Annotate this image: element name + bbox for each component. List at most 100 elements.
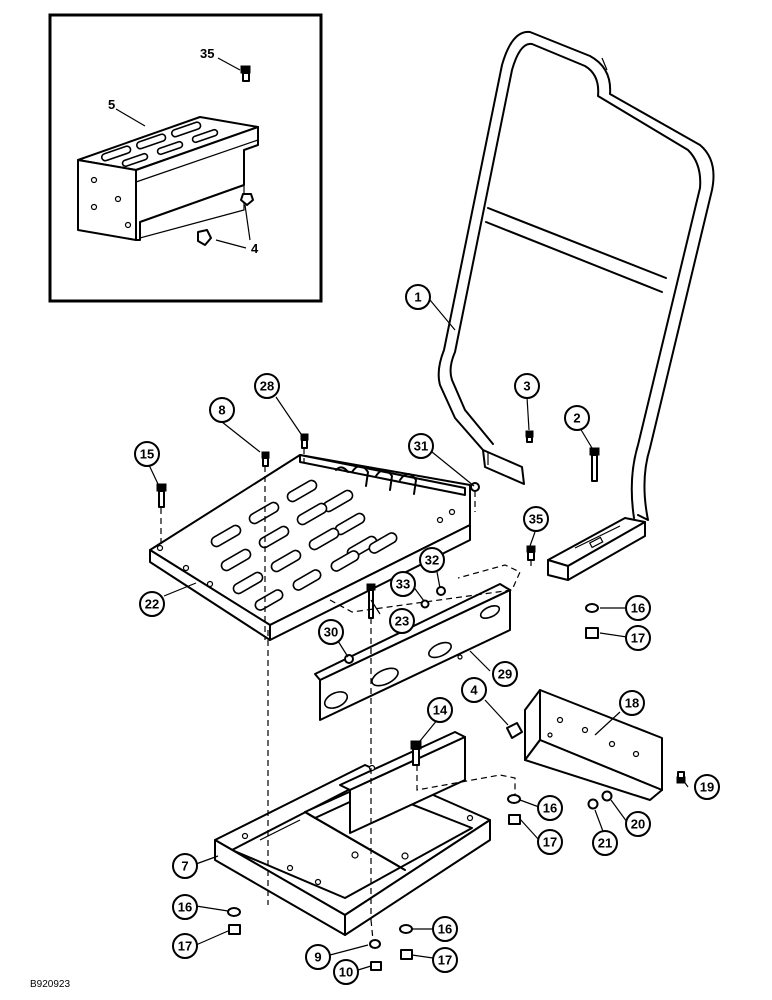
callout-18: 18 (619, 690, 645, 716)
inset-bracket (77, 116, 259, 241)
seat-plate-slots (210, 479, 398, 611)
svg-text:28: 28 (260, 379, 274, 394)
callout-33: 33 (390, 571, 416, 597)
bolt-28-icon (300, 433, 309, 449)
svg-text:3: 3 (523, 379, 530, 394)
bolt-3-icon (525, 430, 534, 443)
callout-4: 4 (461, 677, 487, 703)
callout-22: 22 (139, 591, 165, 617)
svg-text:22: 22 (145, 597, 159, 612)
hardware (156, 430, 686, 971)
callout-3: 3 (514, 373, 540, 399)
nut-30-icon (344, 654, 354, 664)
seat-plate (149, 454, 471, 641)
seat-rail (314, 583, 511, 721)
callout-19: 19 (694, 774, 720, 800)
svg-text:14: 14 (433, 703, 448, 718)
washer-16a-icon (585, 603, 599, 613)
assembly-lines (160, 448, 532, 941)
nut-4-icon (506, 722, 523, 739)
svg-text:19: 19 (700, 780, 714, 795)
washer-16b-icon (507, 794, 521, 804)
svg-text:16: 16 (631, 601, 645, 616)
callout-17a: 17 (625, 625, 651, 651)
callout-29: 29 (492, 661, 518, 687)
callout-20: 20 (625, 811, 651, 837)
svg-text:17: 17 (438, 953, 452, 968)
leader-lines (148, 299, 689, 971)
svg-text:17: 17 (543, 835, 557, 850)
svg-text:29: 29 (498, 667, 512, 682)
inset-label-5: 5 (108, 97, 115, 112)
callout-28: 28 (254, 373, 280, 399)
bolt-15-icon (156, 483, 167, 508)
svg-text:18: 18 (625, 696, 639, 711)
bolt-19-icon (676, 771, 686, 784)
nut-20-icon (601, 790, 613, 802)
svg-text:7: 7 (181, 859, 188, 874)
callout-1: 1 (405, 284, 431, 310)
leader-inset-5 (115, 108, 146, 127)
callout-16a: 16 (625, 595, 651, 621)
handle-mount-bracket (547, 517, 646, 581)
svg-text:10: 10 (339, 965, 353, 980)
leader-inset-4 (215, 239, 247, 249)
callout-9: 9 (305, 944, 331, 970)
svg-text:16: 16 (178, 900, 192, 915)
washer-16c-icon (227, 907, 241, 917)
svg-text:2: 2 (573, 411, 580, 426)
svg-text:16: 16 (438, 922, 452, 937)
callout-15: 15 (134, 441, 160, 467)
svg-text:17: 17 (631, 631, 645, 646)
callout-30: 30 (318, 619, 344, 645)
callout-23: 23 (389, 608, 415, 634)
svg-text:9: 9 (314, 950, 321, 965)
svg-text:35: 35 (529, 512, 543, 527)
callout-2: 2 (564, 405, 590, 431)
svg-text:20: 20 (631, 817, 645, 832)
callout-14: 14 (427, 697, 453, 723)
svg-text:8: 8 (218, 403, 225, 418)
nut-17d-icon (400, 949, 413, 960)
callout-16b: 16 (537, 795, 563, 821)
leader-inset-4b (244, 204, 251, 241)
svg-text:4: 4 (470, 683, 478, 698)
inset-nut-icon-top (240, 193, 254, 206)
bolt-14-icon (410, 740, 422, 766)
svg-text:31: 31 (414, 439, 428, 454)
callout-7: 7 (172, 853, 198, 879)
nut-17a-icon (585, 627, 599, 639)
bolt-35-icon (526, 545, 536, 561)
svg-text:1: 1 (414, 290, 421, 305)
callout-35: 35 (523, 506, 549, 532)
inset-nut-icon-bottom (197, 229, 212, 246)
grab-handle-frame (437, 30, 715, 521)
bolt-8-icon (261, 451, 270, 467)
callout-17b: 17 (537, 829, 563, 855)
svg-text:23: 23 (395, 614, 409, 629)
callout-21: 21 (592, 830, 618, 856)
svg-text:17: 17 (178, 939, 192, 954)
figure-code: B920923 (30, 979, 70, 990)
inset-label-35: 35 (200, 46, 214, 61)
nut-32-icon (436, 586, 446, 596)
callout-8: 8 (209, 397, 235, 423)
callout-31: 31 (408, 433, 434, 459)
nut-17b-icon (508, 814, 521, 825)
svg-text:33: 33 (396, 577, 410, 592)
callout-17d: 17 (432, 947, 458, 973)
svg-text:32: 32 (425, 553, 439, 568)
svg-text:16: 16 (543, 801, 557, 816)
base-frame (214, 731, 491, 936)
callout-32: 32 (419, 547, 445, 573)
svg-text:15: 15 (140, 447, 154, 462)
nut-10-icon (370, 961, 382, 971)
svg-text:30: 30 (324, 625, 338, 640)
washer-9-icon (369, 939, 381, 949)
callout-16d: 16 (432, 916, 458, 942)
inset-label-4: 4 (251, 241, 259, 256)
bolt-2-icon (589, 447, 600, 482)
inset-panel: 35 5 4 (48, 13, 323, 303)
leader-inset-35 (217, 57, 241, 71)
